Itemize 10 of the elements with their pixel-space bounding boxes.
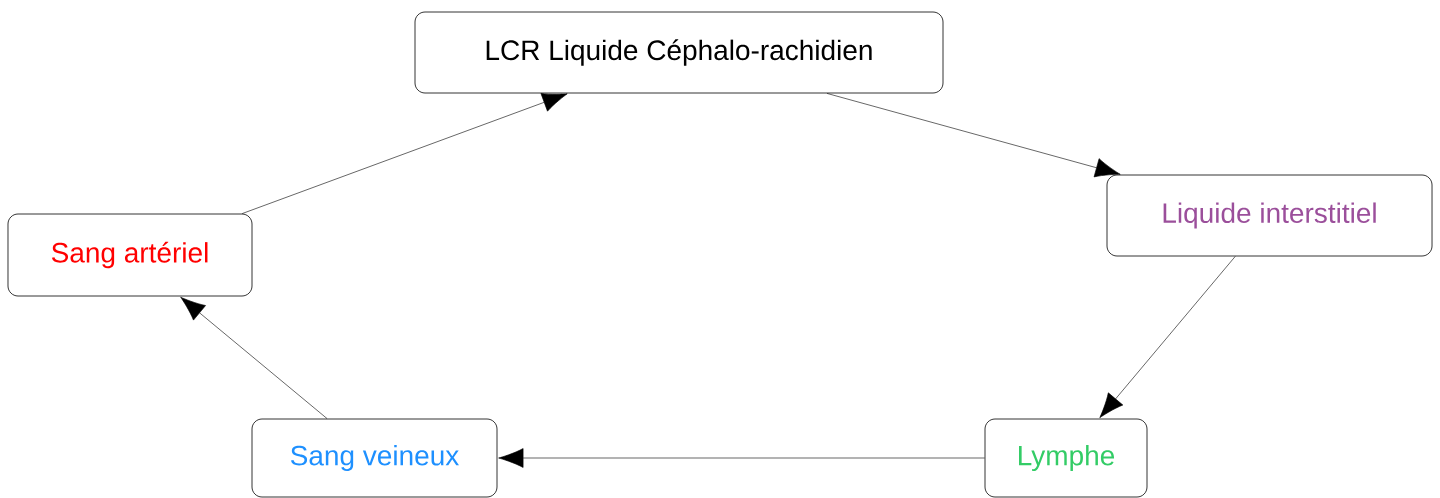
arrow	[180, 296, 328, 419]
process-box: Sang veineux	[251, 418, 498, 498]
process-box: LCR Liquide Céphalo-rachidien	[414, 11, 944, 94]
arrow	[498, 448, 985, 468]
arrow	[241, 93, 568, 214]
arrow	[826, 93, 1121, 178]
arrow	[1099, 256, 1236, 418]
process-box: Liquide interstitiel	[1106, 174, 1433, 257]
process-box: Sang artériel	[7, 213, 253, 297]
process-box: Lymphe	[984, 418, 1148, 498]
